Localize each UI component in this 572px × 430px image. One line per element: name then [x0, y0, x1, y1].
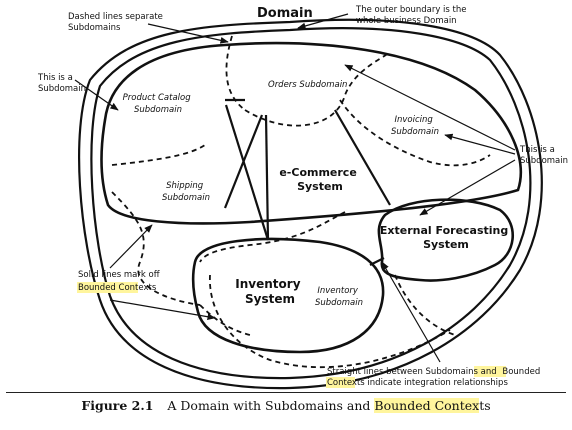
- integration-line-5: [334, 109, 391, 206]
- annotation-solid-lines-bounded-contexts: Bounded Contexts: [78, 283, 157, 293]
- annotation-outer-boundary: The outer boundary is the whole business…: [355, 5, 469, 26]
- arrow-subdomain-right-2: [444, 133, 516, 155]
- arrow-dashed-lines: [147, 23, 229, 44]
- subdomain-divider-product-orders: [225, 35, 246, 111]
- subdomain-orders: Orders Subdomain: [268, 80, 347, 90]
- subdomain-divider-right: [199, 211, 346, 263]
- caption-highlight: Bounded Contex: [374, 398, 480, 413]
- figure-number: Figure 2.1: [81, 398, 154, 413]
- domain-diagram: Domain Dashed lines separate Subdomains …: [37, 5, 568, 390]
- subdomain-product-catalog: Product Catalog Subdomain: [123, 93, 194, 115]
- subdomain-divider-bottom: [209, 274, 451, 369]
- highlight-bounded-contexts-left: [77, 282, 138, 293]
- annotation-dashed-lines: Dashed lines separate Subdomains: [68, 12, 166, 33]
- domain-inner-boundary: [90, 27, 532, 380]
- arrow-subdomain-right-1: [344, 64, 516, 151]
- context-ecommerce: e-Commerce System: [279, 166, 360, 193]
- arrow-subdomain-left: [74, 79, 119, 111]
- arrow-solid-lines-2: [109, 299, 216, 321]
- subdomain-invoicing: Invoicing Subdomain: [391, 115, 439, 137]
- caption-tail: ts: [479, 398, 491, 413]
- subdomain-divider-invoicing-lower: [339, 99, 491, 167]
- arrow-straight-lines: [381, 261, 441, 363]
- subdomain-shipping: Shipping Subdomain: [162, 181, 210, 203]
- subdomain-divider-shipping-lower: [111, 191, 201, 306]
- subdomain-inventory: Inventory Subdomain: [315, 286, 363, 308]
- arrow-subdomain-right-3: [419, 159, 516, 216]
- arrow-outer-boundary: [297, 13, 349, 30]
- annotation-subdomain-left: This is a Subdomain: [37, 73, 86, 94]
- integration-line-3: [264, 114, 270, 241]
- arrow-solid-lines-1: [109, 224, 153, 269]
- domain-outer-boundary: [78, 18, 543, 390]
- integration-line-4: [224, 104, 270, 241]
- figure-caption: Figure 2.1 A Domain with Subdomains and …: [0, 398, 572, 413]
- context-inventory: Inventory System: [235, 277, 304, 306]
- annotation-straight-lines-1: Straight lines between Subdomains and Bo…: [327, 367, 540, 377]
- subdomain-divider-inventory: [199, 304, 251, 336]
- subdomain-divider-forecast: [394, 274, 456, 336]
- annotation-subdomain-right: This is a Subdomain: [519, 145, 568, 166]
- inventory-context-boundary: [191, 237, 385, 354]
- highlight-contex-right: [326, 377, 355, 388]
- caption-text: A Domain with Subdomains and: [167, 398, 371, 413]
- subdomain-divider-product-shipping: [111, 144, 206, 166]
- subdomain-divider-orders-invoicing: [244, 51, 391, 127]
- caption-divider: [6, 392, 566, 393]
- integration-line-6: [369, 257, 385, 266]
- annotation-straight-lines-2: Contexts indicate integration relationsh…: [327, 378, 508, 388]
- context-external-forecasting: External Forecasting System: [380, 224, 512, 251]
- domain-title: Domain: [257, 6, 313, 21]
- ecommerce-context-boundary: [100, 41, 523, 225]
- annotation-solid-lines: Solid lines mark off: [78, 270, 161, 280]
- highlight-bounded-right: [474, 366, 506, 377]
